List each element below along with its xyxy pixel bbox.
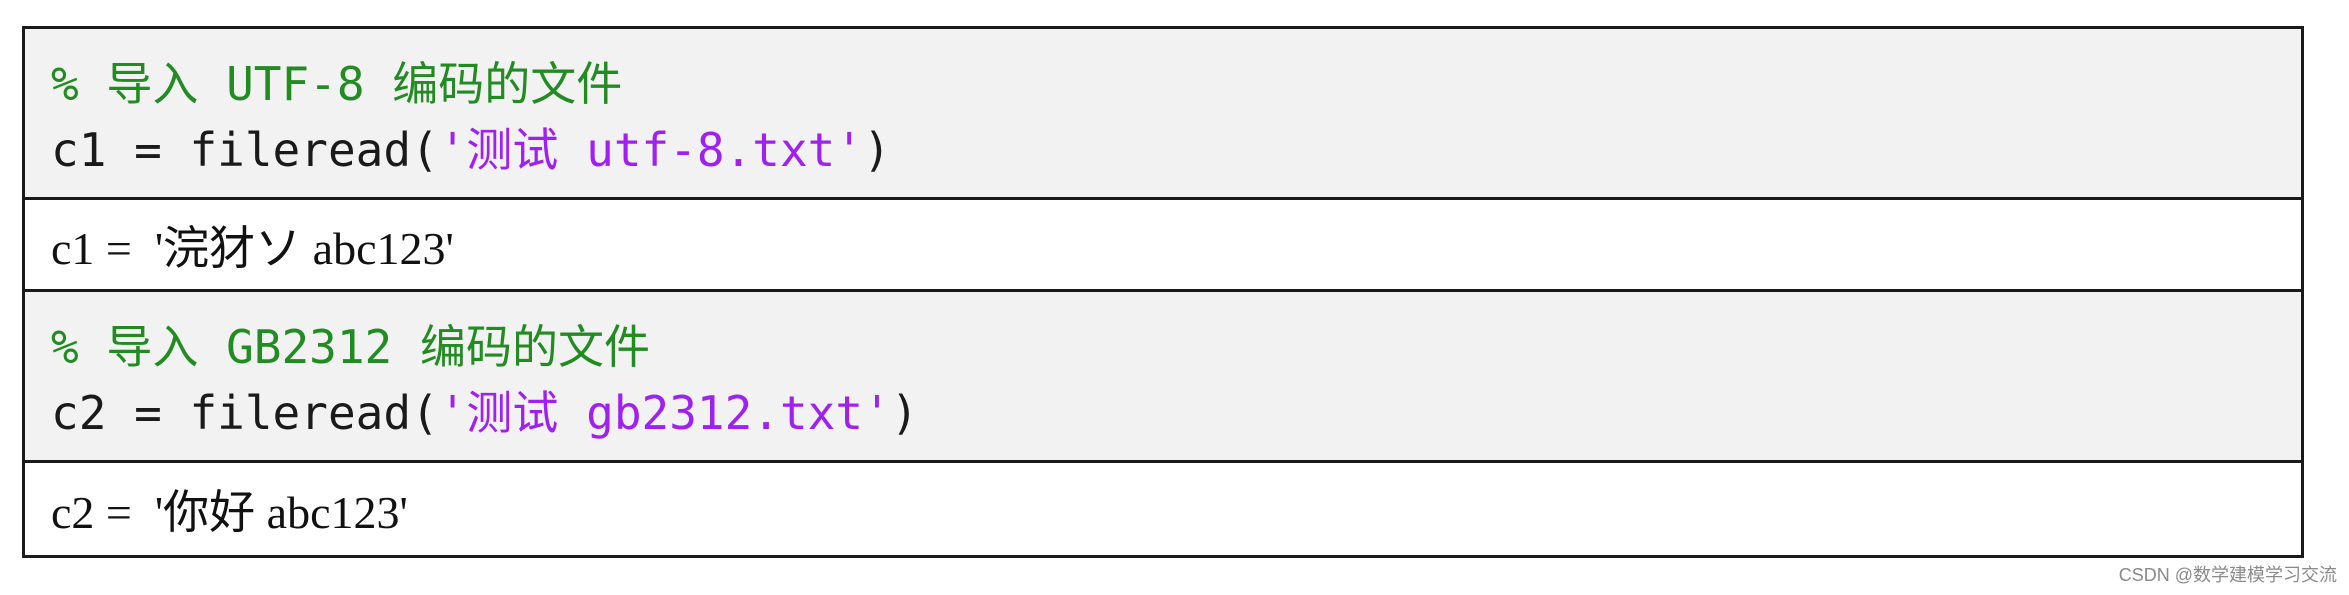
code-text: c1 = fileread(	[51, 123, 439, 177]
code-text: )	[890, 386, 919, 440]
output-cell-1: c1 = '浣犲ソ abc123'	[25, 200, 2301, 292]
code-text: c2 = fileread(	[51, 386, 439, 440]
code-comment-line: % 导入 UTF-8 编码的文件	[51, 57, 623, 111]
output-text: c1 = '浣犲ソ abc123'	[51, 222, 454, 274]
code-string-literal: '测试 gb2312.txt'	[438, 386, 891, 440]
code-statement-line: c2 = fileread('测试 gb2312.txt')	[51, 380, 2301, 446]
code-cell-2[interactable]: % 导入 GB2312 编码的文件 c2 = fileread('测试 gb23…	[25, 292, 2301, 463]
code-string-literal: '测试 utf-8.txt'	[438, 123, 864, 177]
output-text: c2 = '你好 abc123'	[51, 487, 408, 538]
live-script-document: % 导入 UTF-8 编码的文件 c1 = fileread('测试 utf-8…	[22, 26, 2304, 558]
watermark: CSDN @数学建模学习交流	[2118, 565, 2337, 585]
code-statement-line: c1 = fileread('测试 utf-8.txt')	[51, 117, 2301, 183]
output-cell-2: c2 = '你好 abc123'	[25, 463, 2301, 555]
code-text: )	[863, 123, 891, 177]
code-cell-1[interactable]: % 导入 UTF-8 编码的文件 c1 = fileread('测试 utf-8…	[25, 29, 2301, 200]
code-comment-line: % 导入 GB2312 编码的文件	[51, 320, 650, 374]
